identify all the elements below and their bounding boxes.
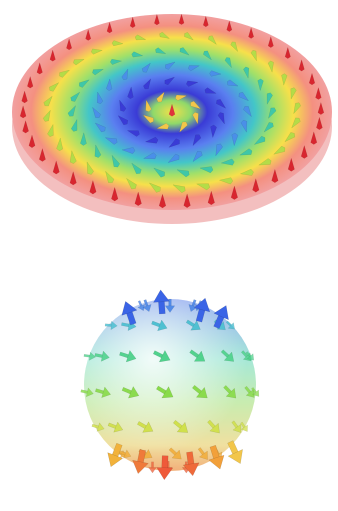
figure-canvas [0,0,338,511]
hedgehog-sphere-panel [0,0,338,511]
